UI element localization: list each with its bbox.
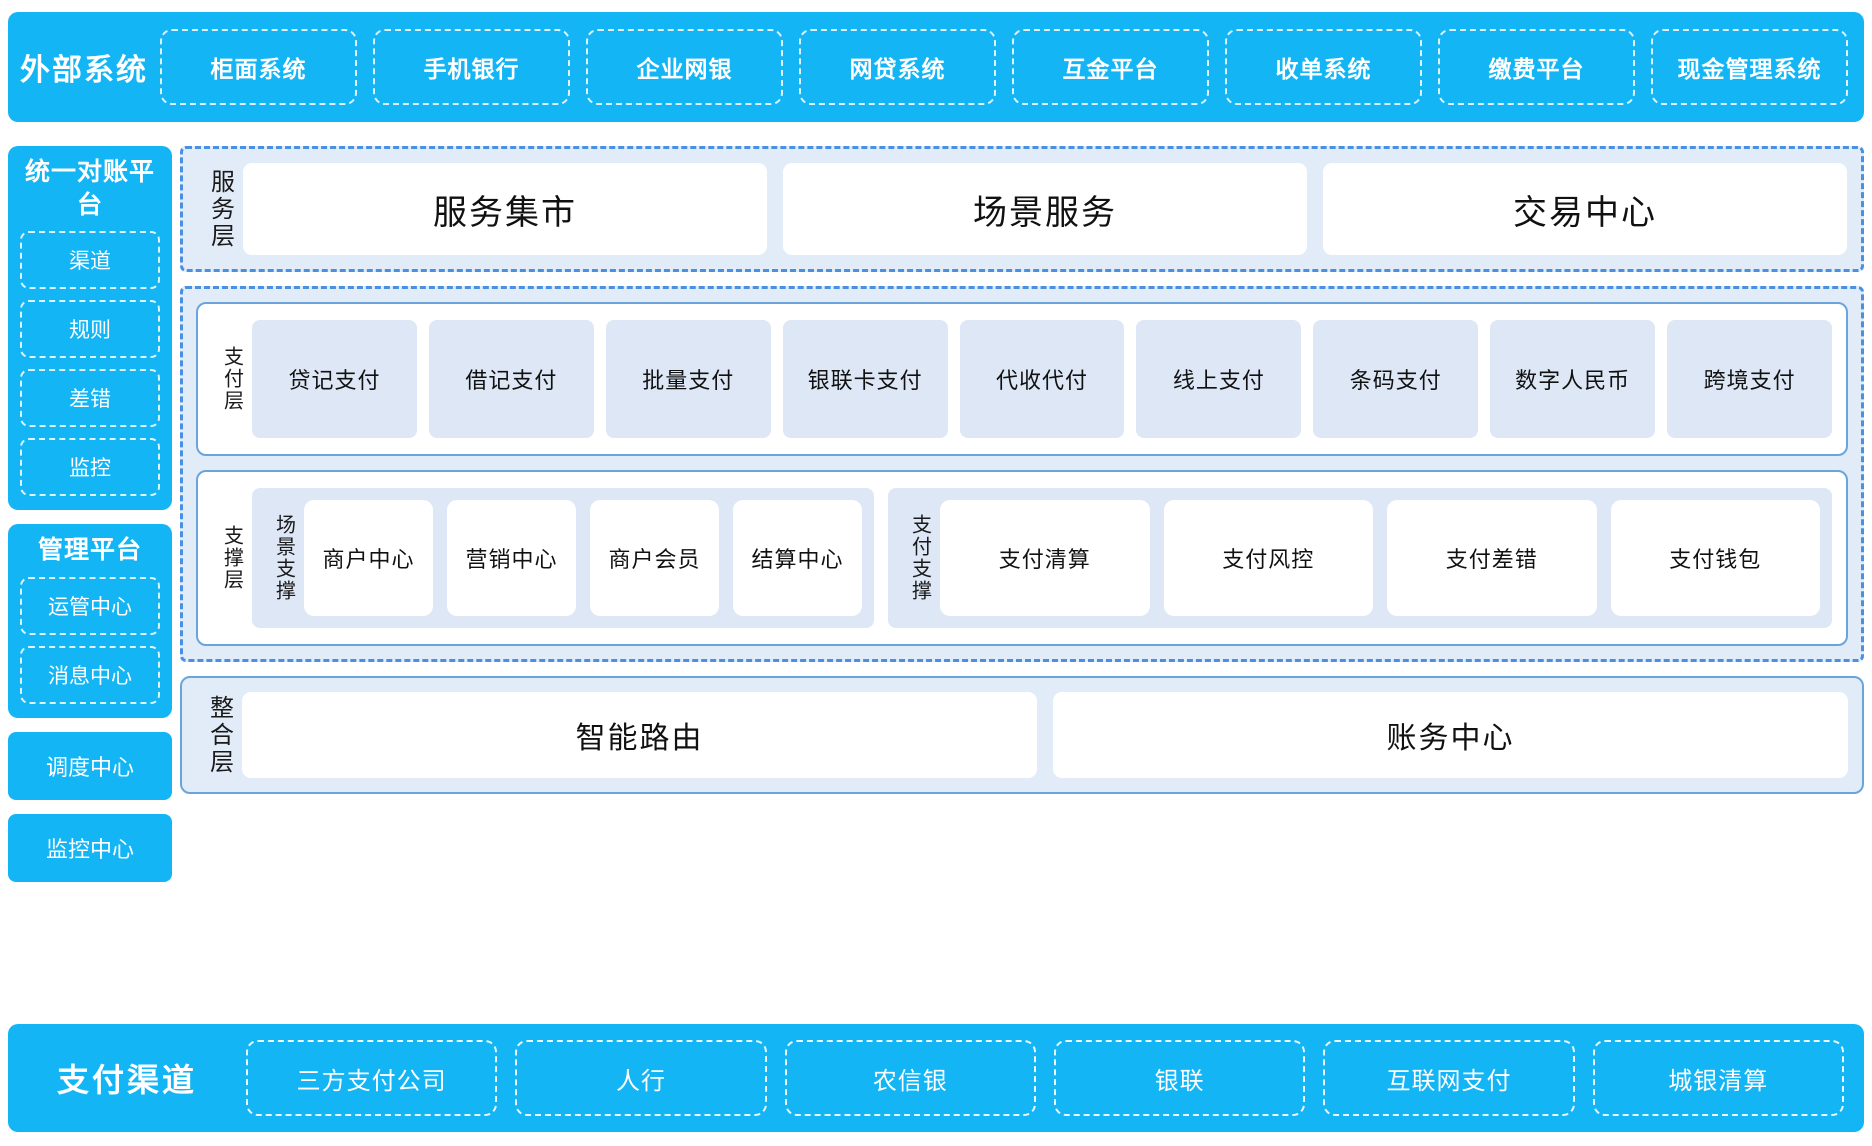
payment-item-credit[interactable]: 贷记支付: [252, 320, 417, 438]
service-layer-label: 服务层: [206, 168, 234, 250]
integration-layer-row: 整合层 智能路由 账务中心: [196, 692, 1848, 778]
payment-channels-list: 三方支付公司 人行 农信银 银联 互联网支付 城银清算: [246, 1040, 1844, 1116]
support-item-merchant-center[interactable]: 商户中心: [304, 500, 433, 616]
payment-channel-item[interactable]: 银联: [1053, 1040, 1306, 1116]
support-group-scenario: 场景支撑 商户中心 营销中心 商户会员 结算中心: [252, 488, 874, 628]
service-card-transaction[interactable]: 交易中心: [1323, 163, 1847, 255]
reconciliation-platform-title: 统一对账平台: [24, 158, 155, 219]
service-card-marketplace[interactable]: 服务集市: [243, 163, 767, 255]
support-item-settlement-center[interactable]: 结算中心: [733, 500, 862, 616]
payment-item-cross-border[interactable]: 跨境支付: [1667, 320, 1833, 438]
payment-item-barcode[interactable]: 条码支付: [1313, 320, 1479, 438]
monitoring-center-block[interactable]: 监控中心: [8, 813, 172, 882]
support-item-marketing-center[interactable]: 营销中心: [447, 500, 576, 616]
payment-layer-panel: 支付层 贷记支付 借记支付 批量支付 银联卡支付 代收代付 线上支付 条码支付 …: [196, 302, 1848, 456]
management-item-message[interactable]: 消息中心: [20, 645, 160, 704]
support-layer-panel: 支撑层 场景支撑 商户中心 营销中心 商户会员 结算中心 支付支撑: [196, 470, 1848, 646]
payment-item-online[interactable]: 线上支付: [1136, 320, 1302, 438]
support-item-payment-risk[interactable]: 支付风控: [1163, 500, 1373, 616]
payment-layer-row: 支付层 贷记支付 借记支付 批量支付 银联卡支付 代收代付 线上支付 条码支付 …: [212, 320, 1833, 438]
support-group-scenario-label: 场景支撑: [272, 514, 295, 602]
reconciliation-item-channel[interactable]: 渠道: [20, 231, 160, 289]
spacer: [180, 272, 1864, 286]
payment-channel-item[interactable]: 城银清算: [1592, 1040, 1844, 1116]
payment-item-debit[interactable]: 借记支付: [428, 320, 594, 438]
support-layer-row: 支撑层 场景支撑 商户中心 营销中心 商户会员 结算中心 支付支撑: [212, 488, 1832, 628]
external-system-item[interactable]: 柜面系统: [160, 29, 357, 105]
integration-layer-items: 智能路由 账务中心: [242, 692, 1848, 778]
support-layer-label: 支撑层: [220, 525, 243, 591]
payment-layer-label: 支付层: [220, 346, 243, 412]
external-system-item[interactable]: 互金平台: [1012, 29, 1209, 105]
payment-channels-bar: 支付渠道 三方支付公司 人行 农信银 银联 互联网支付 城银清算: [8, 1024, 1864, 1132]
spacer: [180, 662, 1864, 676]
payment-channel-item[interactable]: 互联网支付: [1323, 1040, 1575, 1116]
payment-channels-title: 支付渠道: [56, 1062, 197, 1098]
support-group-scenario-items: 商户中心 营销中心 商户会员 结算中心: [304, 500, 862, 616]
integration-card-accounting-center[interactable]: 账务中心: [1053, 692, 1848, 778]
integration-card-smart-routing[interactable]: 智能路由: [242, 692, 1037, 778]
support-layer-groups: 场景支撑 商户中心 营销中心 商户会员 结算中心 支付支撑 支付清算 支付风控: [252, 488, 1832, 628]
payment-support-section: 支付层 贷记支付 借记支付 批量支付 银联卡支付 代收代付 线上支付 条码支付 …: [180, 286, 1864, 662]
support-group-payment-items: 支付清算 支付风控 支付差错 支付钱包: [940, 500, 1820, 616]
service-layer-items: 服务集市 场景服务 交易中心: [243, 163, 1847, 255]
service-layer-section: 服务层 服务集市 场景服务 交易中心: [180, 146, 1864, 272]
management-platform-block: 管理平台 运管中心 消息中心: [8, 524, 172, 718]
support-group-payment-label: 支付支撑: [908, 514, 931, 602]
support-group-payment: 支付支撑 支付清算 支付风控 支付差错 支付钱包: [888, 488, 1832, 628]
support-item-merchant-member[interactable]: 商户会员: [590, 500, 719, 616]
spacer: [196, 456, 1848, 470]
external-system-item[interactable]: 现金管理系统: [1651, 29, 1848, 105]
left-rail: 统一对账平台 渠道 规则 差错 监控 管理平台 运管中心 消息中心 调度中心 监…: [8, 146, 172, 896]
reconciliation-platform-block: 统一对账平台 渠道 规则 差错 监控: [8, 146, 172, 510]
external-system-item[interactable]: 收单系统: [1225, 29, 1422, 105]
payment-item-digital-rmb[interactable]: 数字人民币: [1490, 320, 1656, 438]
integration-layer-label: 整合层: [205, 694, 233, 776]
support-item-payment-error[interactable]: 支付差错: [1387, 500, 1597, 616]
service-card-scenario[interactable]: 场景服务: [783, 163, 1307, 255]
payment-channel-item[interactable]: 农信银: [784, 1040, 1036, 1116]
reconciliation-item-monitor[interactable]: 监控: [20, 438, 160, 496]
service-layer-row: 服务层 服务集市 场景服务 交易中心: [197, 163, 1847, 255]
external-system-item[interactable]: 手机银行: [373, 29, 570, 105]
external-systems-title: 外部系统: [20, 54, 148, 87]
management-item-operations[interactable]: 运管中心: [20, 576, 160, 635]
payment-channel-item[interactable]: 人行: [515, 1040, 767, 1116]
support-item-payment-wallet[interactable]: 支付钱包: [1610, 500, 1820, 616]
payment-layer-items: 贷记支付 借记支付 批量支付 银联卡支付 代收代付 线上支付 条码支付 数字人民…: [252, 320, 1833, 438]
external-systems-bar: 外部系统 柜面系统 手机银行 企业网银 网贷系统 互金平台 收单系统 缴费平台 …: [8, 12, 1864, 122]
reconciliation-item-rule[interactable]: 规则: [20, 300, 160, 358]
payment-item-unionpay-card[interactable]: 银联卡支付: [782, 320, 948, 438]
reconciliation-item-error[interactable]: 差错: [20, 369, 160, 427]
external-system-item[interactable]: 缴费平台: [1438, 29, 1635, 105]
scheduling-center-block[interactable]: 调度中心: [8, 731, 172, 800]
payment-item-collection-payment[interactable]: 代收代付: [959, 320, 1125, 438]
payment-item-batch[interactable]: 批量支付: [605, 320, 771, 438]
management-platform-title: 管理平台: [37, 536, 142, 564]
external-system-item[interactable]: 企业网银: [586, 29, 783, 105]
support-item-payment-clearing[interactable]: 支付清算: [940, 500, 1150, 616]
main-architecture-column: 服务层 服务集市 场景服务 交易中心 支付层 贷记支付 借记支付 批量支付 银联…: [180, 146, 1864, 794]
integration-layer-section: 整合层 智能路由 账务中心: [180, 676, 1864, 794]
external-systems-list: 柜面系统 手机银行 企业网银 网贷系统 互金平台 收单系统 缴费平台 现金管理系…: [160, 29, 1848, 105]
payment-channel-item[interactable]: 三方支付公司: [246, 1040, 498, 1116]
external-system-item[interactable]: 网贷系统: [799, 29, 996, 105]
